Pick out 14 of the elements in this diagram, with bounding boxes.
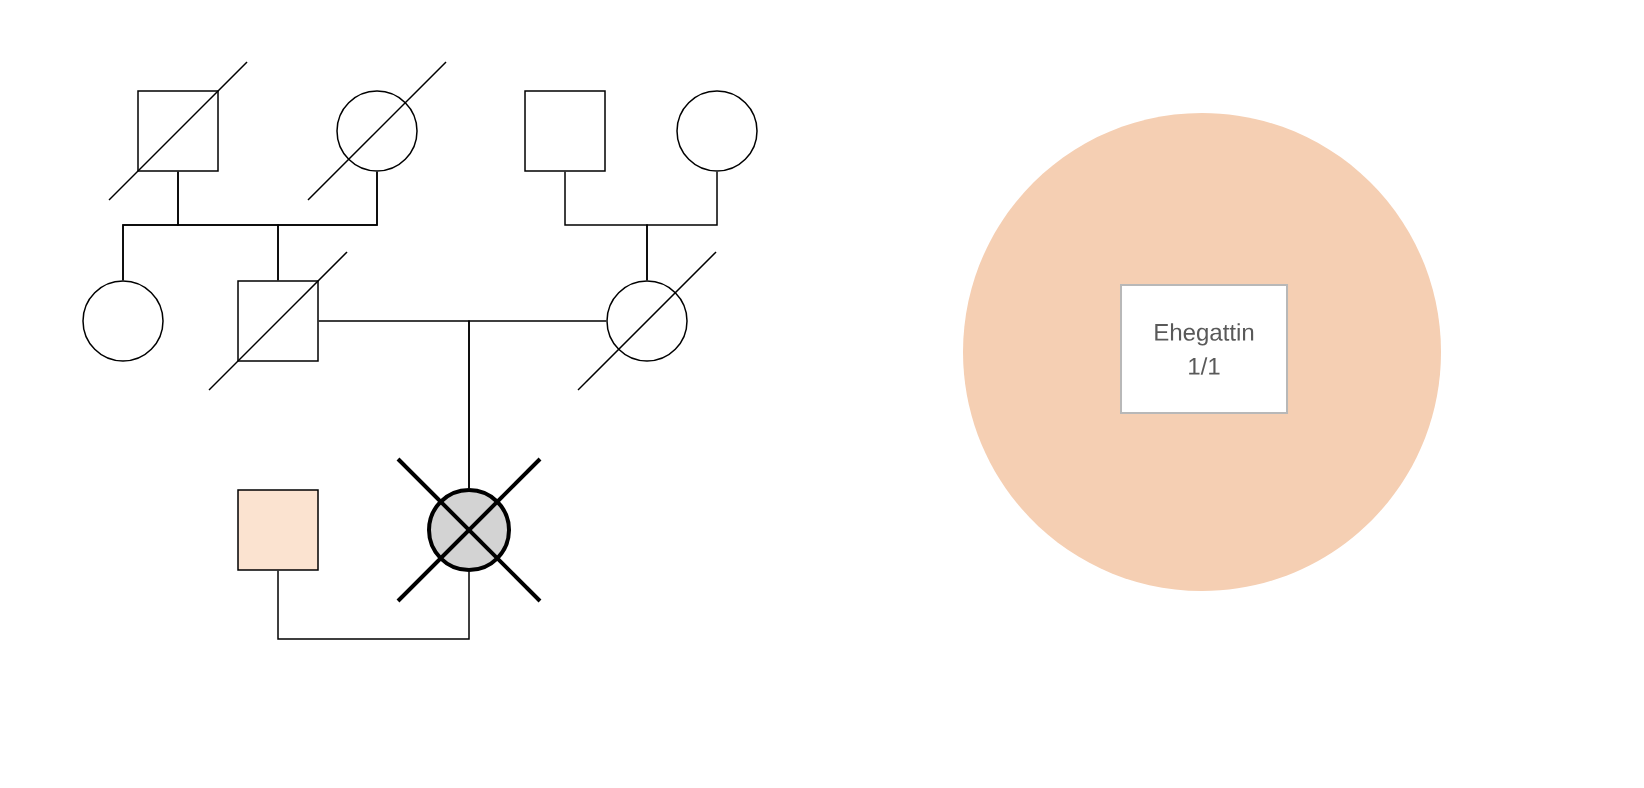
male-symbol	[237, 489, 319, 571]
deceased-female-symbol	[577, 251, 717, 391]
pedigree-line	[277, 570, 470, 640]
male-symbol	[524, 90, 606, 172]
deceased-female-symbol	[307, 61, 447, 201]
label-box: Ehegattin 1/1	[1120, 284, 1288, 414]
pedigree-line	[646, 171, 718, 281]
female-symbol	[676, 90, 758, 172]
pedigree-line	[277, 171, 378, 281]
female-symbol	[82, 280, 164, 362]
affected-female-symbol	[396, 457, 542, 603]
deceased-male-symbol	[108, 61, 248, 201]
deceased-male-symbol	[208, 251, 348, 391]
pedigree-line	[468, 320, 607, 489]
